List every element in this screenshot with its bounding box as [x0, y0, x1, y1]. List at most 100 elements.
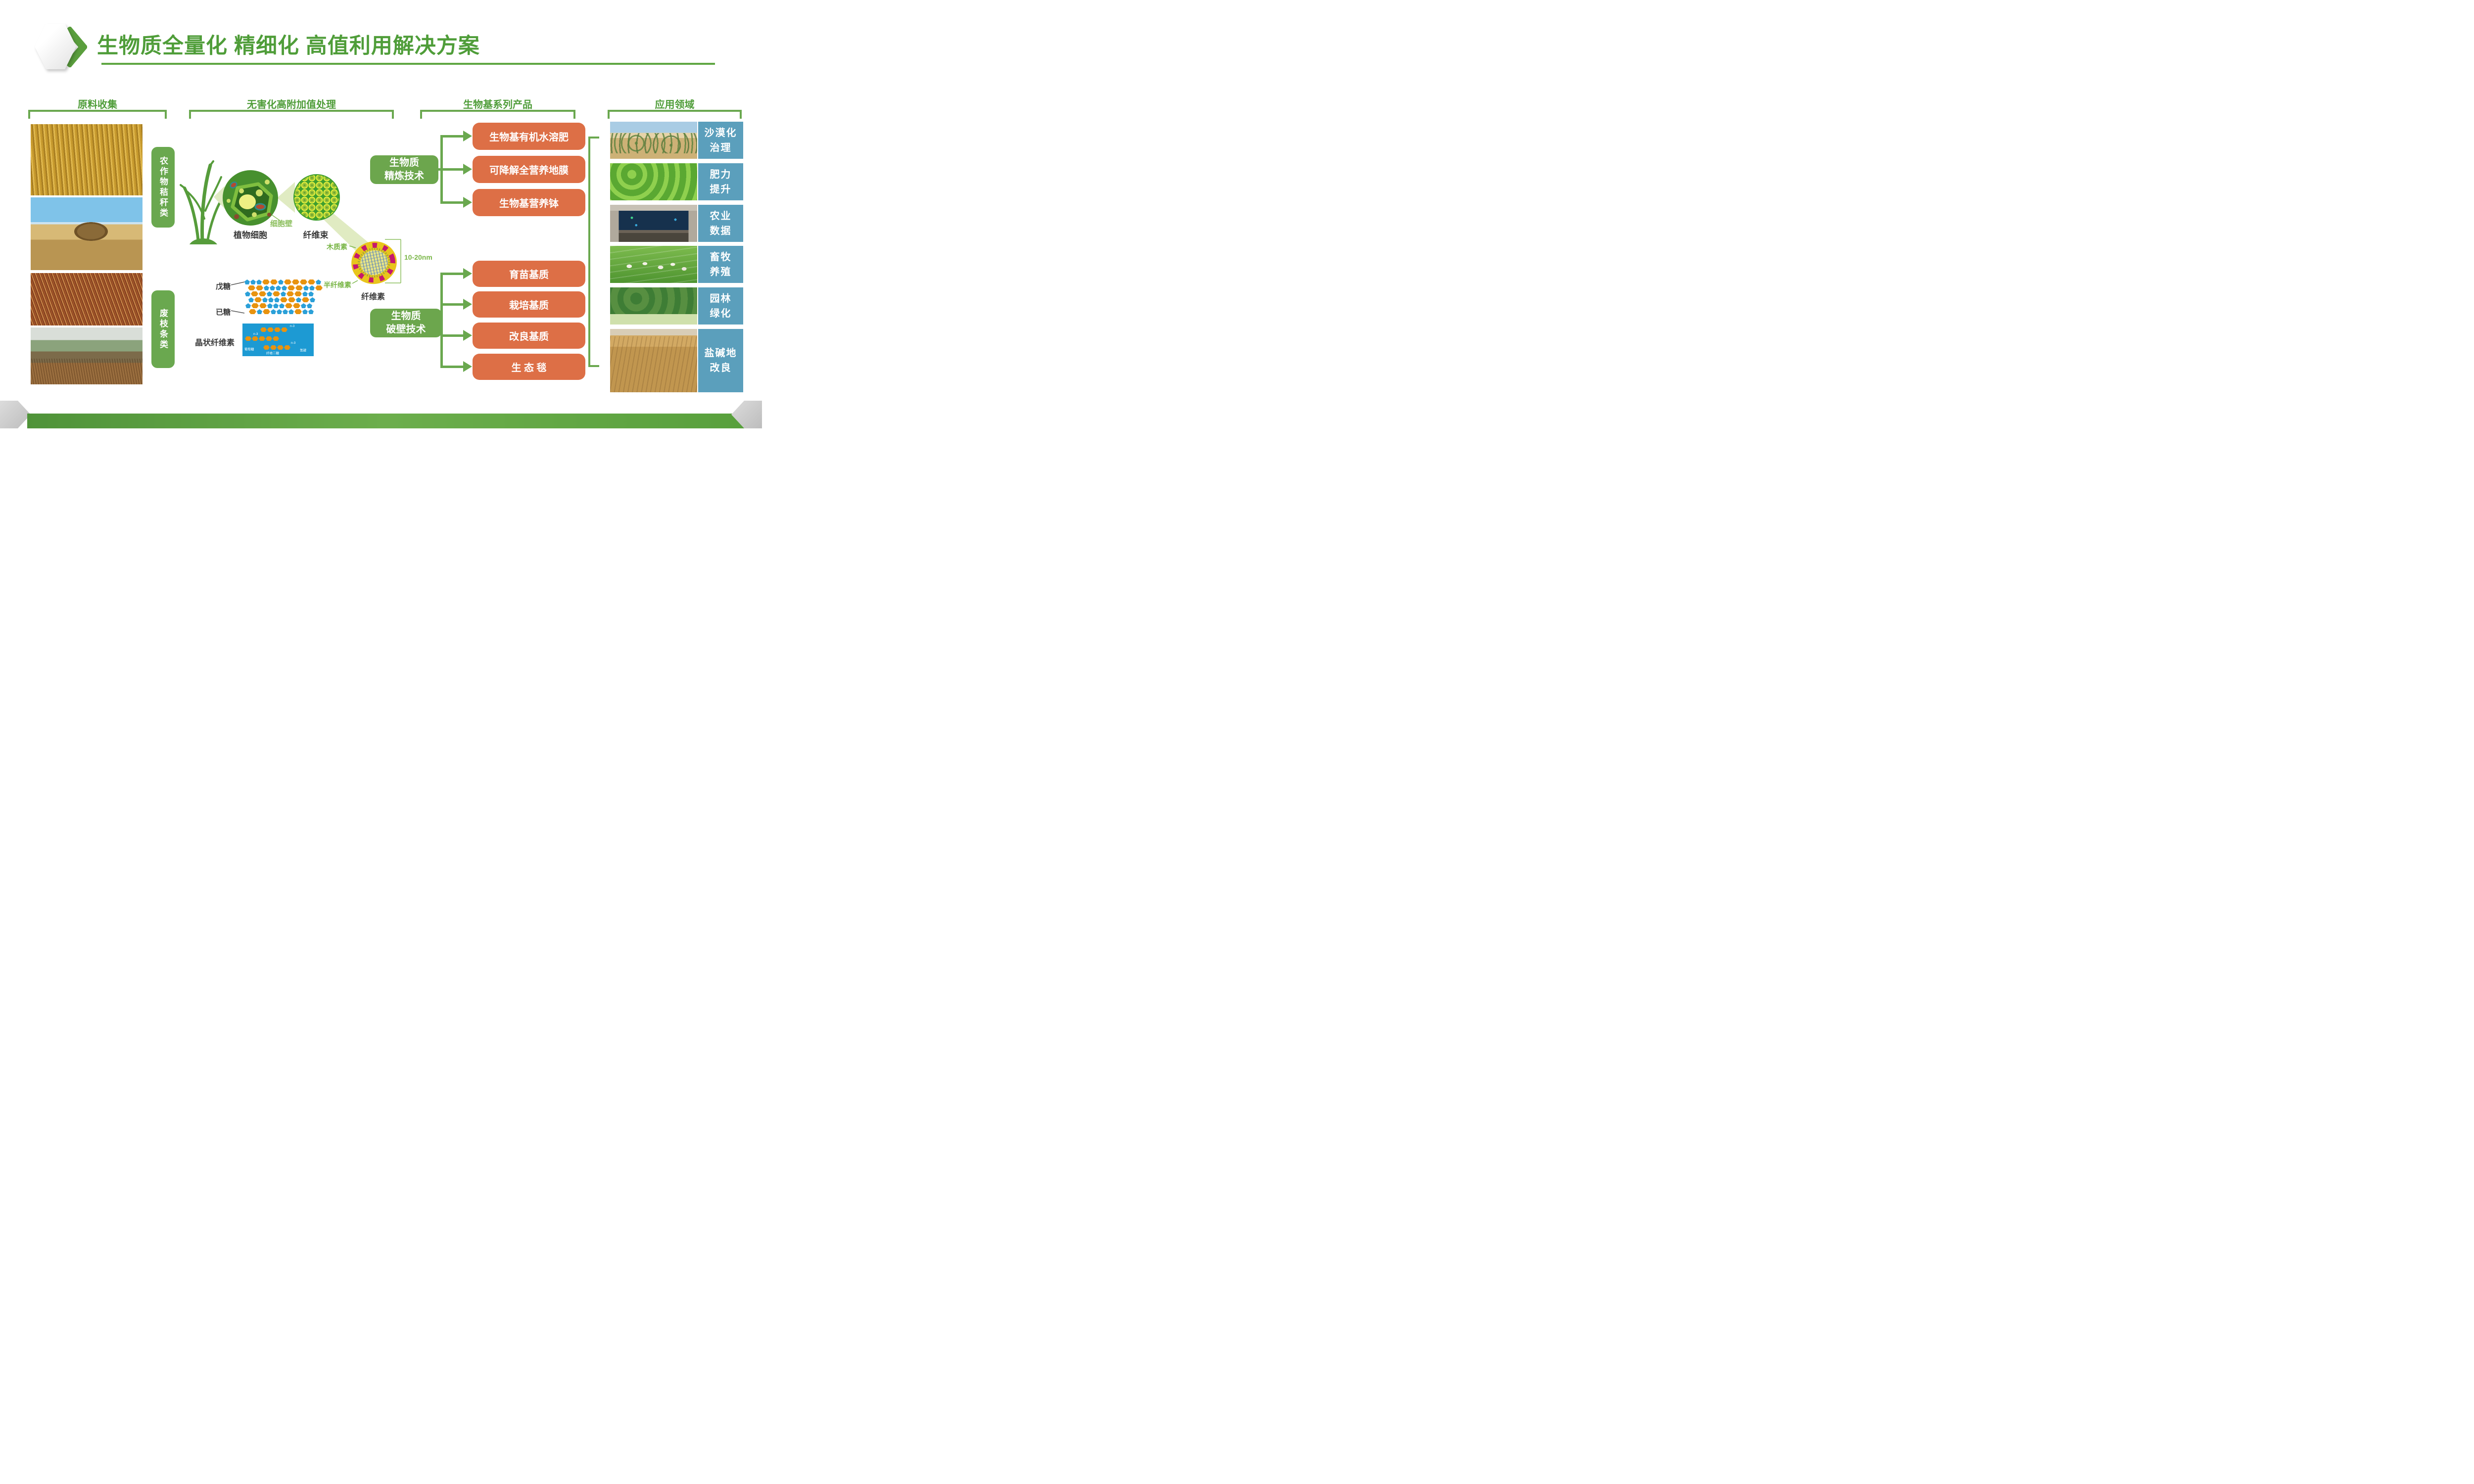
app-landscaping-line1: 园林 — [710, 293, 732, 304]
pentose-unit — [283, 309, 288, 314]
hexose-unit — [292, 279, 299, 284]
hexagon-chain — [263, 345, 291, 350]
bottom-left-chevron-icon — [0, 401, 31, 428]
pentose-unit — [256, 279, 262, 284]
photo-control-room — [610, 205, 697, 242]
pentose-unit — [303, 285, 309, 290]
pentose-unit — [245, 303, 251, 308]
hexose-unit — [288, 297, 295, 302]
annotation-glucose: 葡萄糖 — [244, 348, 254, 351]
label-plant-cell: 植物细胞 — [234, 231, 267, 240]
hexose-unit — [262, 279, 270, 284]
pentose-unit — [308, 309, 314, 314]
label-crop-straw-text: 农作物秸秆类 — [158, 156, 168, 219]
pentose-unit — [267, 291, 272, 296]
chevron-right-icon — [64, 27, 87, 67]
sugar-chain-diagram — [244, 279, 323, 315]
hexose-unit — [286, 291, 294, 296]
app-livestock-line1: 畜牧 — [710, 251, 732, 263]
hexose-unit — [294, 309, 302, 314]
app-desertification-line1: 沙漠化 — [704, 127, 737, 139]
photo-straw-bale — [31, 197, 143, 270]
hexose-unit — [293, 303, 300, 308]
product-nutrient-pot: 生物基营养钵 — [473, 189, 585, 216]
pentose-unit — [279, 303, 285, 308]
page-title: 生物质全量化 精细化 高值利用解决方案 — [97, 34, 480, 58]
product-degradable-mulch-film: 可降解全营养地膜 — [473, 156, 585, 183]
app-saline-line2: 改良 — [710, 363, 732, 373]
product-eco-blanket: 生 态 毯 — [473, 354, 585, 380]
connector-branch — [440, 201, 464, 204]
hexose-unit — [302, 297, 309, 302]
annotation-n3: n-3 — [253, 332, 258, 336]
label-fiber-bundle: 纤维束 — [303, 231, 329, 240]
label-cell-wall: 细胞壁 — [270, 220, 293, 228]
hexose-unit — [287, 285, 295, 290]
header-processing: 无害化高附加值处理 — [247, 99, 336, 110]
plant-cell-illustration — [223, 170, 278, 226]
label-waste-branches-text: 废枝条类 — [158, 308, 168, 350]
hexose-unit — [294, 291, 302, 296]
photo-desert-restoration — [610, 122, 697, 159]
connector-branch — [437, 168, 464, 171]
annotation-cellobiose: 纤维二糖 — [266, 352, 279, 355]
product-cultivation-substrate: 栽培基质 — [473, 291, 585, 318]
pentose-unit — [267, 303, 273, 308]
pentose-unit — [310, 297, 315, 302]
label-crystalline-cellulose: 晶状纤维素 — [194, 339, 235, 347]
connector-branch — [440, 135, 464, 138]
photo-dry-branches — [31, 273, 143, 325]
bracket-products — [420, 110, 575, 119]
pentose-unit — [268, 297, 274, 302]
pentose-unit — [262, 297, 268, 302]
hexose-unit — [315, 285, 323, 290]
pentose-unit — [248, 297, 254, 302]
header-raw-material: 原料收集 — [78, 99, 117, 110]
slide-canvas: 生物质全量化 精细化 高值利用解决方案 原料收集 无害化高附加值处理 生物基系列… — [0, 0, 762, 428]
pentose-unit — [274, 297, 280, 302]
app-saline-line1: 盐碱地 — [704, 348, 737, 359]
hexose-unit — [270, 279, 278, 284]
pentose-unit — [270, 285, 275, 290]
pentose-unit — [245, 291, 250, 296]
hexose-unit — [285, 303, 292, 308]
header-applications: 应用领域 — [655, 99, 695, 110]
fiber-cross-section-illustration — [351, 241, 397, 284]
tech-refining-line2: 精炼技术 — [384, 171, 424, 182]
photo-corn-straw — [31, 124, 143, 195]
hexose-unit — [256, 285, 263, 290]
hexose-unit — [273, 291, 280, 296]
connector-branch — [440, 334, 464, 337]
app-label-saline: 盐碱地 改良 — [698, 329, 743, 392]
arrow-icon — [463, 131, 472, 141]
hexagon-icon — [35, 23, 93, 71]
connector-branch — [440, 273, 464, 275]
hexose-unit — [249, 309, 256, 314]
pentose-unit — [308, 291, 314, 296]
app-fertility-line1: 肥力 — [710, 169, 732, 180]
pentose-unit — [278, 279, 284, 284]
connector-trunk-bottom — [440, 273, 443, 368]
pentose-unit — [307, 303, 312, 308]
tech-refining-line1: 生物质 — [389, 157, 419, 168]
app-fertility-line2: 提升 — [710, 184, 732, 195]
pentose-unit — [277, 309, 282, 314]
label-lignin: 木质素 — [327, 243, 347, 251]
hexose-unit — [280, 297, 287, 302]
fiber-bundle-illustration — [293, 174, 340, 221]
pentose-unit — [282, 285, 287, 290]
annotation-n3: n-3 — [290, 325, 295, 328]
app-desertification-line2: 治理 — [710, 142, 732, 153]
hexose-unit — [259, 303, 267, 308]
pentose-unit — [250, 279, 256, 284]
pentose-unit — [276, 285, 281, 290]
pentose-unit — [271, 309, 276, 314]
hexose-unit — [263, 309, 270, 314]
hexose-unit — [295, 285, 303, 290]
pentose-unit — [288, 309, 294, 314]
photo-orchard-pruning — [31, 327, 143, 384]
hexose-unit — [300, 279, 307, 284]
hexose-unit — [259, 291, 266, 296]
bottom-green-bar — [27, 414, 744, 428]
pentose-unit — [281, 291, 286, 296]
